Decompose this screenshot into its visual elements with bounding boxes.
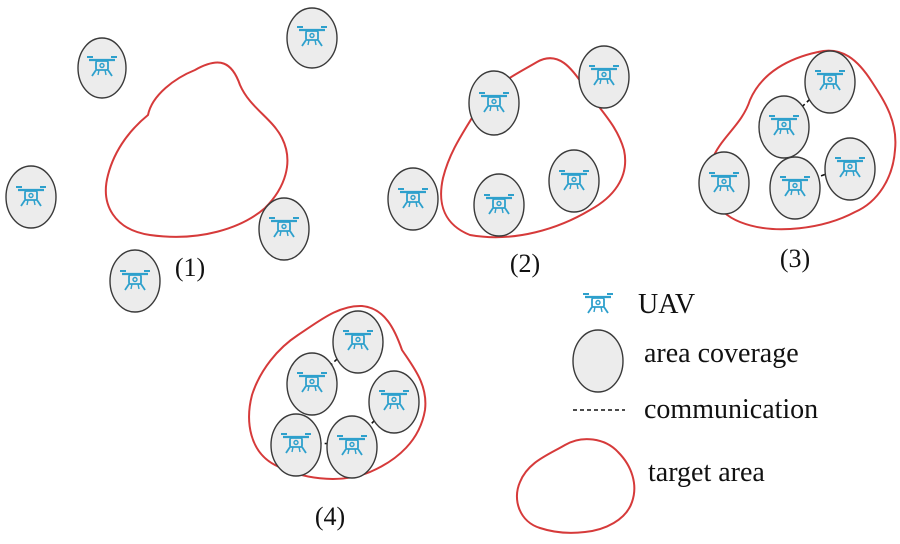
target-area-1 bbox=[104, 61, 289, 238]
uav-coverage bbox=[548, 149, 600, 213]
panel-label: (2) bbox=[510, 249, 540, 278]
legend-uav: UAV bbox=[581, 289, 695, 320]
legend-coverage: area coverage bbox=[572, 329, 799, 393]
legend-target: target area bbox=[515, 438, 765, 534]
uav-coverage bbox=[258, 197, 310, 261]
legend: UAV area coverage communication target a… bbox=[515, 289, 818, 534]
panel-1: (1) bbox=[5, 7, 338, 313]
uav-coverage bbox=[286, 352, 338, 416]
panel-4: (4) bbox=[248, 304, 427, 531]
uav-coverage bbox=[326, 415, 378, 479]
uav-coverage bbox=[769, 156, 821, 220]
uav-coverage bbox=[758, 95, 810, 159]
panel-label: (3) bbox=[780, 244, 810, 273]
uav-coverage bbox=[286, 7, 338, 69]
uav-coverage bbox=[270, 413, 322, 477]
panel-label: (1) bbox=[175, 253, 205, 282]
uav-coverage bbox=[468, 70, 520, 136]
uav-coverage bbox=[368, 370, 420, 434]
panel-3: (3) bbox=[698, 49, 897, 273]
uav-coverage bbox=[804, 50, 856, 114]
uav-coverage bbox=[698, 151, 750, 215]
target-area-4 bbox=[248, 304, 427, 480]
legend-communication: communication bbox=[573, 394, 818, 425]
uav-coverage bbox=[109, 249, 161, 313]
drone-icon bbox=[581, 292, 615, 315]
legend-uav-label: UAV bbox=[638, 289, 695, 320]
legend-coverage-label: area coverage bbox=[644, 338, 799, 369]
legend-communication-label: communication bbox=[644, 394, 818, 425]
panel-2: (2) bbox=[387, 45, 630, 278]
uav-coverage bbox=[5, 165, 57, 229]
target-area-2 bbox=[440, 57, 627, 239]
uav-coverage bbox=[824, 137, 876, 201]
panel-label: (4) bbox=[315, 502, 345, 531]
uav-coverage bbox=[77, 37, 127, 99]
uav-coverage bbox=[387, 167, 439, 231]
coverage-swatch bbox=[572, 329, 624, 393]
target-area-swatch bbox=[515, 438, 636, 534]
uav-coverage bbox=[473, 173, 525, 237]
uav-coverage bbox=[578, 45, 630, 109]
uav-coverage bbox=[332, 310, 384, 374]
legend-target-label: target area bbox=[648, 457, 765, 488]
